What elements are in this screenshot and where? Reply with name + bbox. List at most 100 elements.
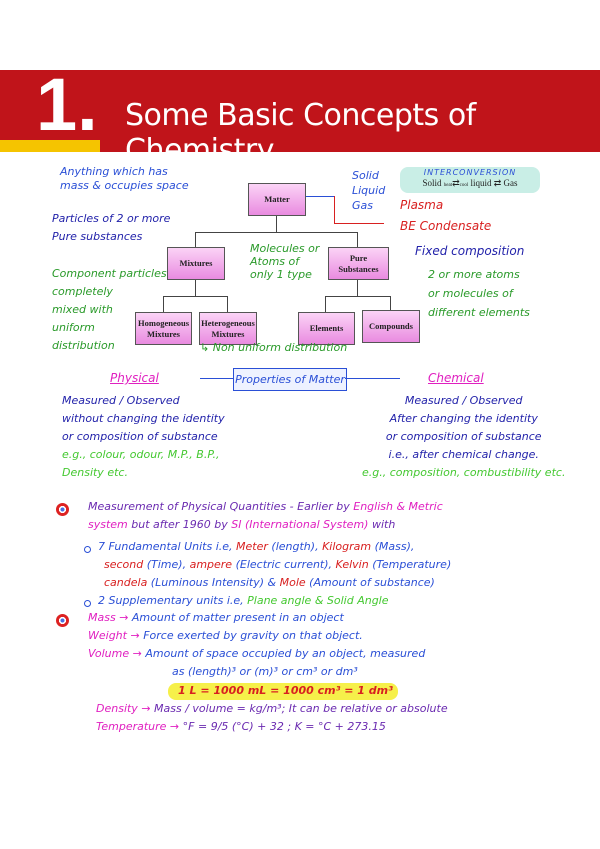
text-segment: but after 1960 by [127,518,232,531]
box-compounds: Compounds [362,310,420,343]
states-list: Solid Liquid Gas [352,168,385,213]
text-segment: Temperature → [96,720,183,733]
elements-definition: Molecules or Atoms of only 1 type [250,242,319,281]
note-line: or molecules of [428,287,513,300]
text-segment: second [104,558,144,571]
target-bullet-icon [56,503,69,516]
note-line: e.g., colour, odour, M.P., B.P., [62,448,220,461]
connector [390,296,391,310]
text-line: Mass → Amount of matter present in an ob… [88,609,344,627]
text-segment: Kilogram [322,540,372,553]
box-elements: Elements [298,312,355,345]
chemical-heading: Chemical [428,371,484,385]
text-segment: 7 Fundamental Units i.e, [98,540,237,553]
physical-description: Measured / Observed without changing the… [62,392,225,482]
label-cool: cool [459,183,469,188]
chapter-title: Some Basic Concepts of Chemistry [125,98,476,168]
target-bullet-icon [56,614,69,627]
text-segment: Plane angle & Solid Angle [247,594,389,607]
note-line: distribution [52,339,115,352]
text-segment: as (length)³ or (m)³ or cm³ or dm³ [172,665,358,678]
connector [357,232,358,247]
note-line: Anything which has [60,165,168,178]
label-solid: Solid [422,178,442,188]
text-line: 1 L = 1000 mL = 1000 cm³ = 1 dm³ [178,682,393,700]
text-segment: candela [104,576,148,589]
text-segment: (Luminous Intensity) & [147,576,280,589]
connector [227,296,228,312]
label-heat: heat [443,183,453,188]
text-segment: (Electric current), [232,558,336,571]
note-line: Measured / Observed [404,394,523,407]
text-segment: English & Metric [353,500,443,513]
text-segment: ampere [189,558,233,571]
circle-bullet-icon [84,600,91,607]
box-matter: Matter [248,183,306,216]
text-line: 2 Supplementary units i.e, Plane angle &… [98,592,389,610]
text-segment: 2 Supplementary units i.e, [98,594,248,607]
label-liquid: liquid [470,178,492,188]
note-line: mixed with [52,303,113,316]
text-segment: Force exerted by gravity on that object. [143,629,363,642]
note-line: only 1 type [250,268,312,281]
box-heterogeneous: Heterogeneous Mixtures [199,312,257,345]
note-line: Molecules or [250,242,320,255]
homogeneous-definition: Component particles completely mixed wit… [52,265,167,355]
label-gas: Gas [503,178,518,188]
note-line: Pure substances [52,230,143,243]
connector [325,296,390,297]
arrow-right [345,378,400,379]
chemical-description: Measured / Observed After changing the i… [362,392,565,482]
connector [195,232,196,247]
connector [334,196,335,223]
state-be-condensate: BE Condensate [400,219,492,233]
text-line: Volume → Amount of space occupied by an … [88,645,425,663]
pure-definition: Fixed composition [415,244,525,258]
text-segment: Mass → [88,611,132,624]
note-line: After changing the identity [389,412,538,425]
note-line: mass & occupies space [60,179,189,192]
highlight [168,683,398,700]
text-segment: (Amount of substance) [305,576,435,589]
connector [276,215,277,232]
text-segment: Volume → [88,647,146,660]
physical-heading: Physical [110,371,159,385]
connector [334,223,384,224]
note-line: uniform [52,321,95,334]
banner-accent-strip [0,140,100,152]
box-homogeneous: Homogeneous Mixtures [135,312,192,345]
text-segment: with [368,518,396,531]
note-line: 2 or more atoms [428,268,520,281]
extra-states: Plasma BE Condensate [400,195,491,237]
note-line: Component particles [52,267,167,280]
text-segment: Weight → [88,629,144,642]
state-solid: Solid [352,169,379,182]
text-segment: °F = 9/5 (°C) + 32 ; K = °C + 273.15 [182,720,386,733]
box-pure-substances: Pure Substances [328,247,389,280]
text-segment: (Temperature) [368,558,452,571]
text-segment: Measurement of Physical Quantities - Ear… [88,500,354,513]
box-mixtures: Mixtures [167,247,225,280]
note-line: Measured / Observed [62,394,180,407]
text-line: 7 Fundamental Units i.e, Meter (length),… [98,538,414,556]
text-segment: Mass / volume = kg/m³; It can be relativ… [154,702,448,715]
text-segment: (Time), [143,558,190,571]
text-line: Temperature → °F = 9/5 (°C) + 32 ; K = °… [96,718,386,736]
matter-definition: Anything which has mass & occupies space [60,165,189,193]
circle-bullet-icon [84,546,91,553]
state-liquid: Liquid [352,184,386,197]
note-line: without changing the identity [62,412,225,425]
note-line: Non uniform distribution [212,341,348,354]
text-line: Measurement of Physical Quantities - Ear… [88,498,443,516]
connector [195,232,358,233]
chapter-banner [0,70,600,152]
compounds-definition: 2 or more atoms or molecules of differen… [428,265,530,322]
note-line: completely [52,285,113,298]
text-segment: Meter [236,540,268,553]
properties-title-box: Properties of Matter [233,368,347,391]
note-line: or composition of substance [62,430,218,443]
state-gas: Gas [352,199,373,212]
text-segment: Kelvin [335,558,369,571]
text-line: second (Time), ampere (Electric current)… [104,556,451,574]
text-segment: 1 L = 1000 mL = 1000 cm³ = 1 dm³ [178,684,393,697]
